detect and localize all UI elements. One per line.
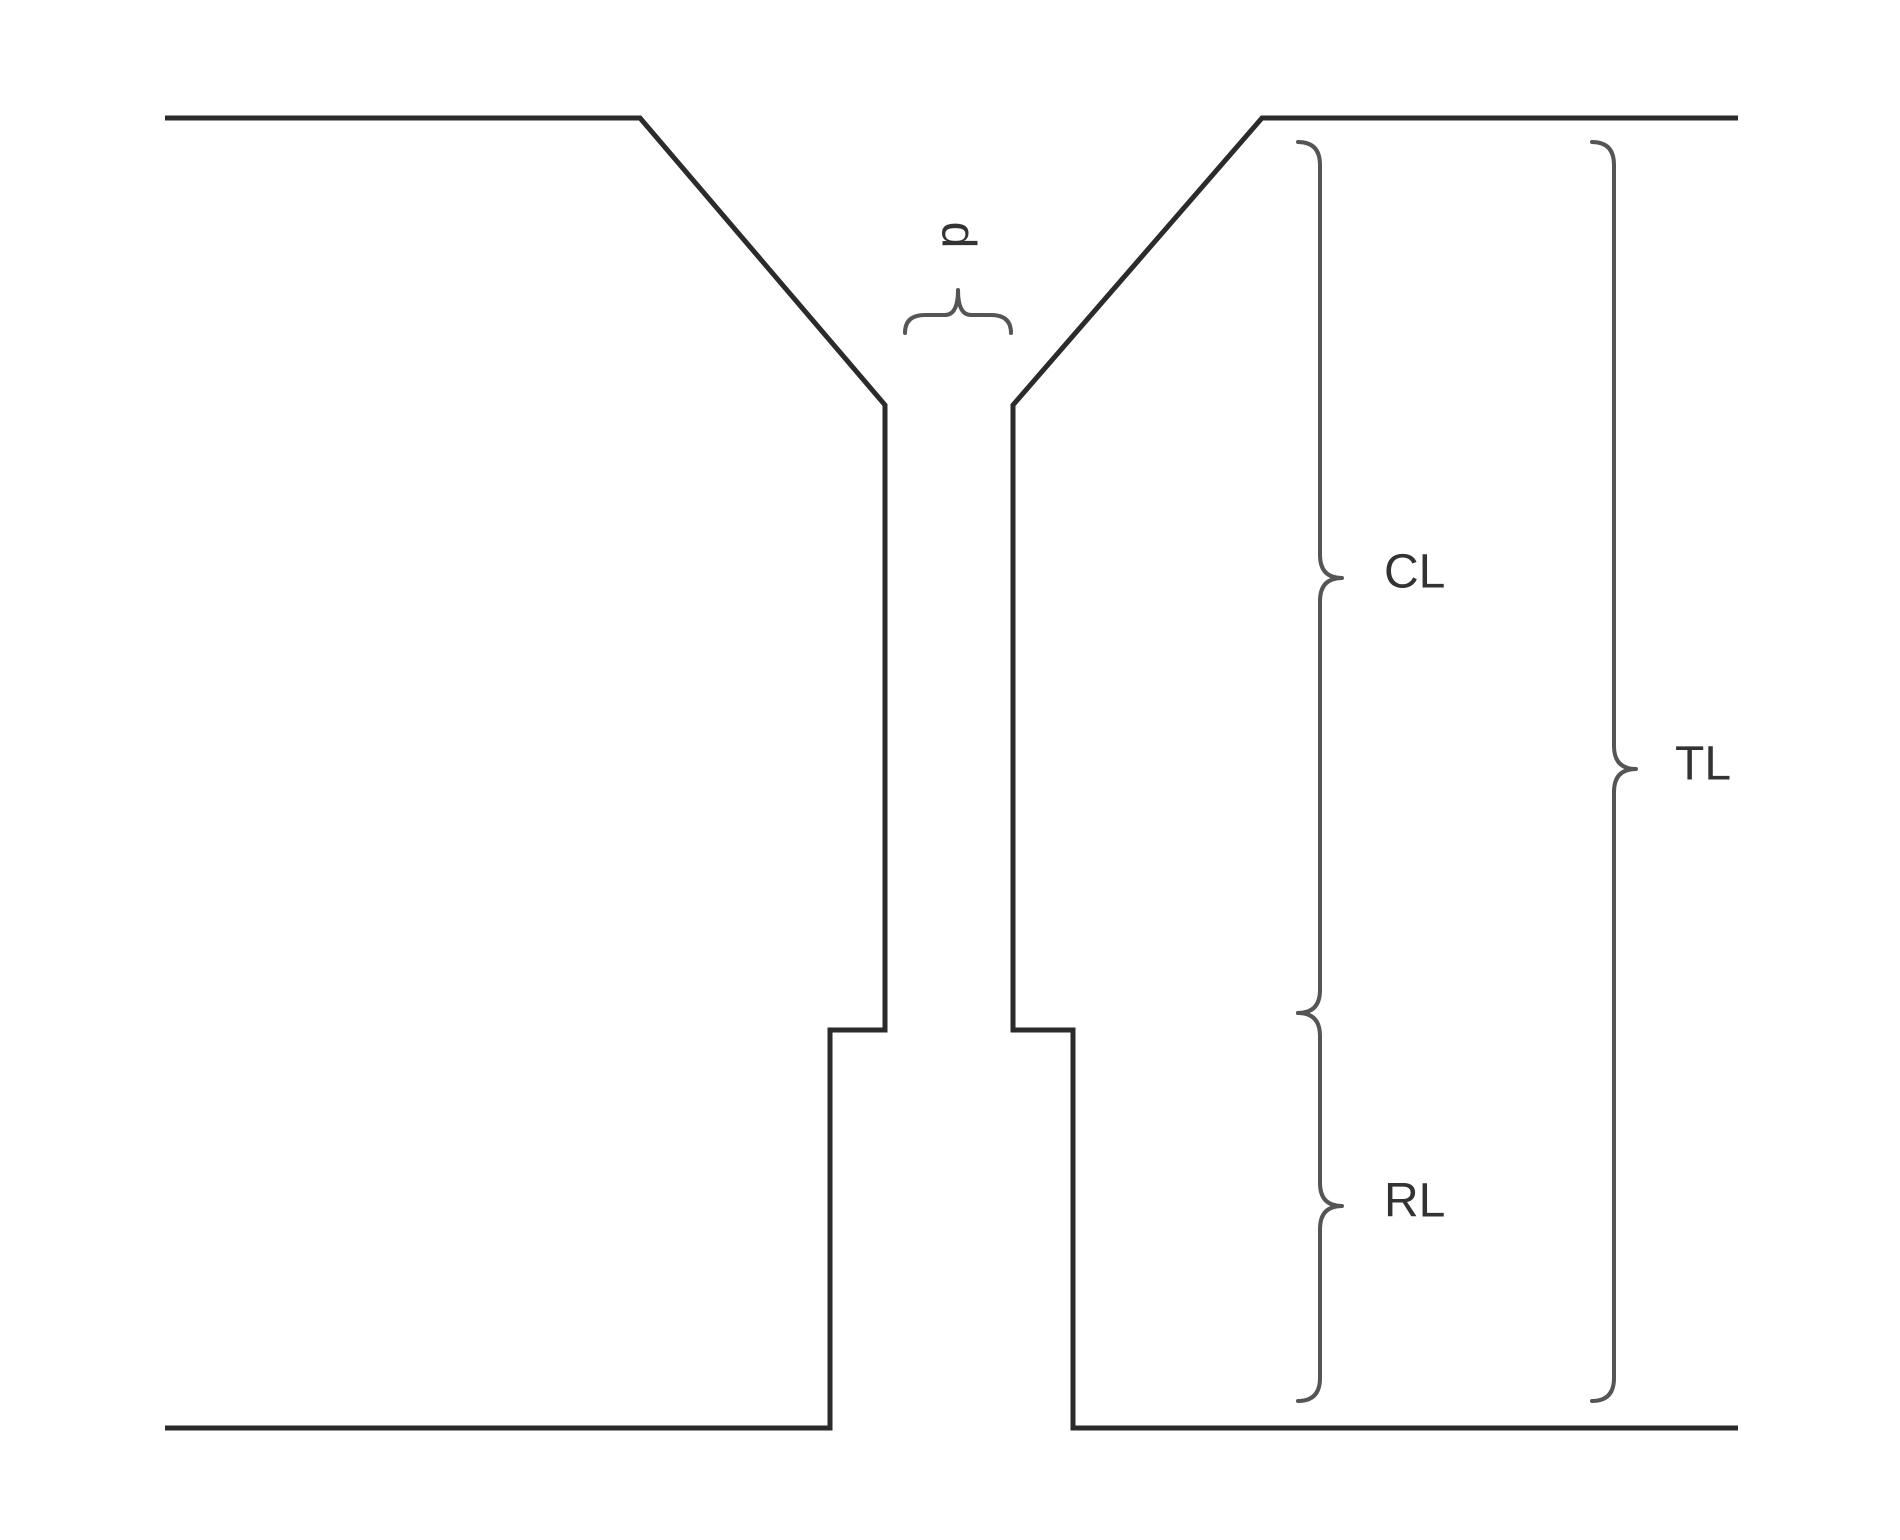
capillary-length-brace <box>1296 140 1344 1015</box>
relief-length-brace <box>1296 1011 1344 1403</box>
right-profile-outline <box>1010 115 1738 1431</box>
total-length-label: TL <box>1675 738 1731 791</box>
capillary-length-label: CL <box>1384 546 1445 599</box>
total-length-brace <box>1590 140 1638 1403</box>
left-profile-outline <box>165 115 888 1431</box>
bore-width-label: d <box>931 222 984 249</box>
bore-width-brace <box>903 288 1013 335</box>
relief-length-label: RL <box>1384 1175 1445 1228</box>
